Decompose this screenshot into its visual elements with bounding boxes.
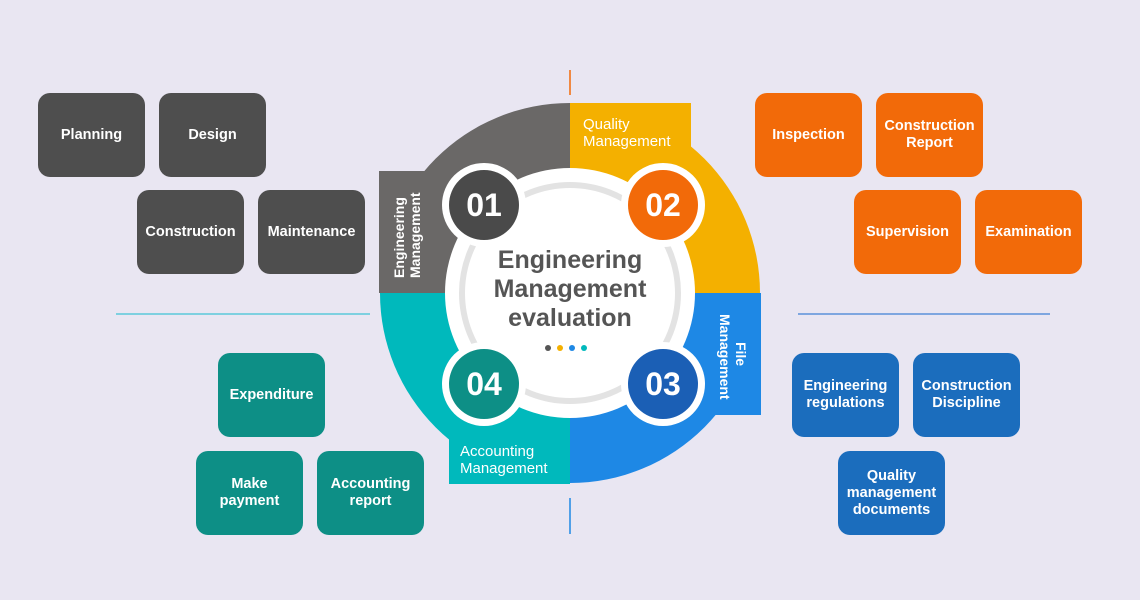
engineering-item-maintenance: Maintenance xyxy=(258,190,365,274)
accounting-item-expenditure: Expenditure xyxy=(218,353,325,437)
center-title-line-1: Engineering xyxy=(497,246,643,274)
tab-accounting xyxy=(449,429,570,484)
quality-item-inspection: Inspection xyxy=(755,93,862,177)
file-item-construction-discipline: Construction Discipline xyxy=(913,353,1020,437)
center-title-line-2: Management xyxy=(493,275,647,303)
center-title: Engineering Management evaluation xyxy=(470,246,670,333)
quality-item-examination: Examination xyxy=(975,190,1082,274)
tab-quality xyxy=(570,103,691,158)
dot-blue xyxy=(569,345,575,351)
dot-teal xyxy=(581,345,587,351)
number-badge-01: 01 xyxy=(449,170,519,240)
tab-engineering xyxy=(379,171,434,293)
accounting-management-label: Accounting Management xyxy=(460,443,548,477)
file-item-quality-management-documents: Quality management documents xyxy=(838,451,945,535)
dot-yellow xyxy=(557,345,563,351)
engineering-item-construction: Construction xyxy=(137,190,244,274)
accounting-item-accounting-report: Accounting report xyxy=(317,451,424,535)
number-badge-02: 02 xyxy=(628,170,698,240)
file-item-engineering-regulations: Engineering regulations xyxy=(792,353,899,437)
engineering-item-planning: Planning xyxy=(38,93,145,177)
engineering-management-label: Engineering Management xyxy=(391,192,423,278)
number-badge-04: 04 xyxy=(449,349,519,419)
dot-gray xyxy=(545,345,551,351)
accounting-item-make-payment: Make payment xyxy=(196,451,303,535)
engineering-item-design: Design xyxy=(159,93,266,177)
quality-item-supervision: Supervision xyxy=(854,190,961,274)
quality-management-label: Quality Management xyxy=(583,116,671,150)
tab-file xyxy=(706,293,761,415)
file-management-label: File Management xyxy=(717,314,749,400)
center-title-line-3: evaluation xyxy=(508,304,632,332)
inner-ring xyxy=(459,182,681,404)
quality-item-construction-report: Construction Report xyxy=(876,93,983,177)
number-badge-03: 03 xyxy=(628,349,698,419)
